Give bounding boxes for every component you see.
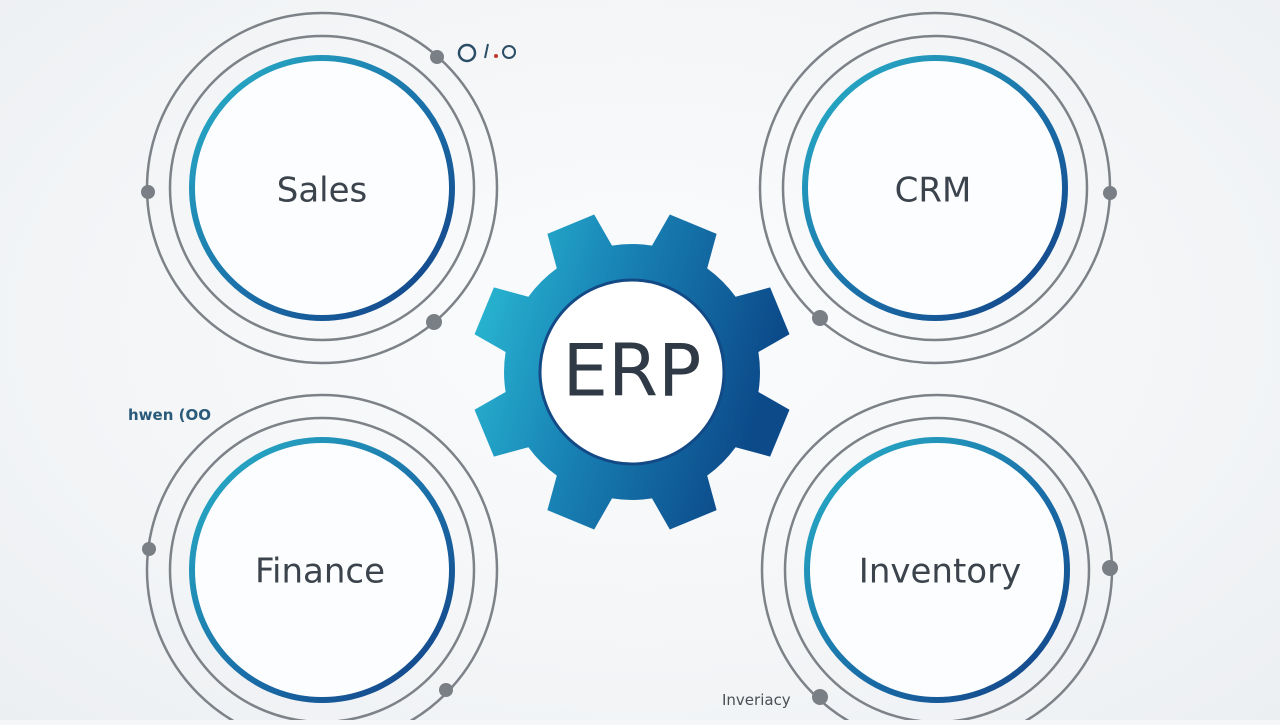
module-label-sales: Sales (277, 171, 368, 211)
stray-mark-bottom: Inveriacy (722, 691, 791, 709)
crm-middle-ring (781, 34, 1089, 342)
sales-middle-ring (168, 34, 476, 342)
gear-hub (538, 278, 726, 466)
module-sales: Sales (141, 11, 499, 365)
module-inventory: Inventory (760, 393, 1118, 725)
finance-outer-ring (145, 393, 499, 725)
finance-node-dot (142, 542, 156, 556)
crm-node-dot (1103, 186, 1117, 200)
stray-ring-icon (457, 43, 477, 63)
crm-accent-ring (802, 55, 1068, 321)
module-crm: CRM (758, 11, 1117, 365)
module-label-finance: Finance (255, 552, 385, 592)
stray-mark-top (457, 43, 516, 63)
module-label-crm: CRM (895, 171, 972, 211)
sales-node-dot (426, 314, 442, 330)
erp-gear: ERP (474, 214, 790, 530)
sales-accent-ring (189, 55, 455, 321)
finance-accent-ring (189, 437, 455, 703)
stray-ring-icon (502, 45, 516, 59)
finance-node-dot (439, 683, 453, 697)
center-label-erp: ERP (563, 329, 702, 413)
sales-node-dot (141, 185, 155, 199)
stray-stroke (484, 43, 489, 59)
inventory-node-dot (812, 689, 828, 705)
stray-mark-left: hwen (OO (128, 406, 211, 424)
inventory-node-dot (1102, 560, 1118, 576)
inventory-accent-ring (804, 437, 1070, 703)
module-finance: Finance (142, 393, 499, 725)
crm-node-dot (812, 310, 828, 326)
stray-dot-icon (494, 54, 498, 58)
sales-node-dot (430, 50, 444, 64)
module-label-inventory: Inventory (859, 552, 1021, 592)
